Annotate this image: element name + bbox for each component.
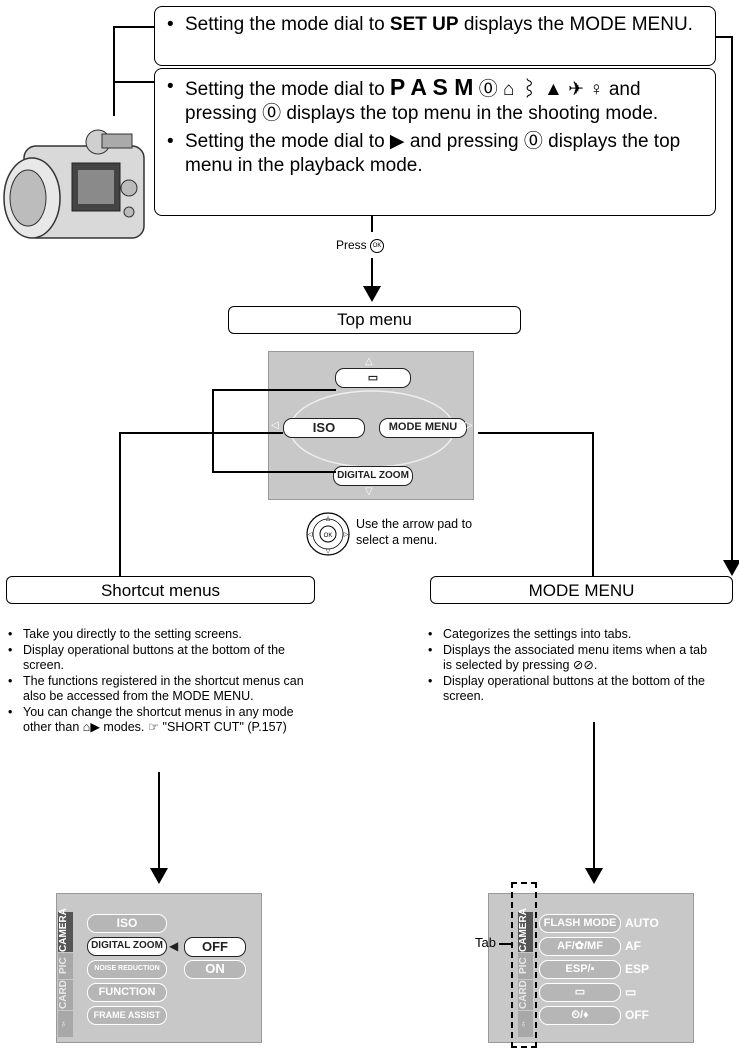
arrow-left-icon: ◁: [271, 420, 279, 431]
mode-value-flash: AUTO: [625, 916, 659, 930]
mode-item-esp[interactable]: ESP/▪: [539, 960, 621, 979]
top-menu-digital-zoom[interactable]: DIGITAL ZOOM: [333, 466, 413, 486]
list-item: Display operational buttons at the botto…: [6, 643, 306, 673]
tab-callout-label: Tab: [475, 935, 496, 950]
connector-line: [113, 26, 155, 28]
setup-info-bullet: • Setting the mode dial to SET UP displa…: [167, 14, 693, 35]
list-item: Display operational buttons at the botto…: [426, 674, 716, 704]
arrow-down-icon: [150, 868, 168, 884]
tab-camera[interactable]: CAMERA: [58, 908, 73, 952]
connector-line: [716, 36, 733, 38]
shortcut-menus-title: Shortcut menus: [6, 576, 315, 604]
shortcut-menu-screen: CAMERA PIC CARD ♀ ISO DIGITAL ZOOM ◀ OFF…: [56, 893, 262, 1043]
svg-text:▷: ▷: [344, 532, 349, 538]
press-label: Press OK: [336, 238, 385, 253]
mode-value-af: AF: [625, 939, 641, 953]
tab-people[interactable]: ♀: [58, 1011, 73, 1037]
shortcut-item-noise-reduction[interactable]: NOISE REDUCTION: [87, 960, 167, 979]
svg-text:OK: OK: [324, 533, 333, 539]
connector-line: [119, 432, 283, 434]
top-menu-title: Top menu: [228, 306, 521, 334]
tab-pic[interactable]: PIC: [58, 953, 73, 979]
mode-value-esp: ESP: [625, 962, 650, 976]
ok-button-icon: OK: [370, 238, 385, 253]
svg-text:◁: ◁: [308, 532, 313, 538]
arrow-down-icon: ▽: [365, 486, 373, 497]
connector-line: [499, 943, 513, 945]
pointer-icon: ◀: [169, 939, 179, 953]
mode-menu-screen: CAMERA PIC CARD ♀ FLASH MODE AUTO AF/✿/M…: [488, 893, 694, 1043]
list-item: Take you directly to the setting screens…: [6, 627, 306, 642]
arrow-up-icon: △: [365, 356, 373, 367]
mode-value-drive: ▭: [625, 985, 637, 999]
connector-line: [212, 389, 336, 391]
option-on[interactable]: ON: [184, 960, 246, 979]
connector-line: [119, 432, 121, 576]
connector-line: [113, 81, 155, 83]
arrow-down-icon: [723, 560, 739, 576]
connector-line: [212, 389, 214, 472]
mode-item-drive[interactable]: ▭: [539, 983, 621, 1002]
arrow-pad-icon: OK △ ▽ ◁ ▷: [305, 511, 351, 557]
shortcut-item-frame-assist[interactable]: FRAME ASSIST: [87, 1006, 167, 1025]
arrow-right-icon: ▷: [465, 420, 473, 431]
connector-line: [212, 471, 336, 473]
top-menu-screen: △ ▭ ◁ ISO MODE MENU ▷ DIGITAL ZOOM ▽: [268, 351, 474, 500]
list-item: You can change the shortcut menus in any…: [6, 705, 306, 735]
connector-line: [371, 258, 373, 288]
svg-text:△: △: [326, 516, 331, 522]
mode-menu-title: MODE MENU: [430, 576, 733, 604]
camera-illustration: [2, 108, 152, 258]
shooting-info-box: • Setting the mode dial to P A S M ⓪ ⌂ ⌇…: [154, 68, 716, 216]
arrow-down-icon: [585, 868, 603, 884]
mode-menu-bullet-list: Categorizes the settings into tabs. Disp…: [426, 627, 716, 705]
list-item: Categorizes the settings into tabs.: [426, 627, 716, 642]
connector-line: [593, 722, 595, 872]
mode-item-af[interactable]: AF/✿/MF: [539, 937, 621, 956]
connector-line: [371, 216, 373, 232]
setup-info-box: • Setting the mode dial to SET UP displa…: [154, 6, 716, 66]
mode-item-flash-mode[interactable]: FLASH MODE: [539, 914, 621, 933]
playback-info-bullet: • Setting the mode dial to ▶ and pressin…: [167, 131, 681, 176]
list-item: The functions registered in the shortcut…: [6, 674, 306, 704]
top-menu-up-item[interactable]: ▭: [335, 368, 411, 388]
shortcut-bullet-list: Take you directly to the setting screens…: [6, 627, 306, 736]
top-menu-iso[interactable]: ISO: [283, 418, 365, 438]
connector-line: [592, 432, 594, 576]
tab-card[interactable]: CARD: [58, 980, 73, 1010]
option-off[interactable]: OFF: [184, 937, 246, 957]
tab-highlight-box: [511, 882, 537, 1048]
shortcut-item-digital-zoom[interactable]: DIGITAL ZOOM: [87, 937, 167, 956]
shooting-info-bullet: • Setting the mode dial to P A S M ⓪ ⌂ ⌇…: [167, 74, 659, 124]
svg-text:▽: ▽: [326, 549, 331, 555]
arrow-down-icon: [363, 286, 381, 302]
list-item: Displays the associated menu items when …: [426, 643, 716, 673]
connector-line: [478, 432, 594, 434]
connector-line: [158, 772, 160, 872]
mode-item-timer[interactable]: ⏲/♦: [539, 1006, 621, 1025]
shortcut-item-function[interactable]: FUNCTION: [87, 983, 167, 1002]
connector-line: [731, 36, 733, 566]
shortcut-item-iso[interactable]: ISO: [87, 914, 167, 933]
mode-value-timer: OFF: [625, 1008, 649, 1022]
top-menu-mode-menu[interactable]: MODE MENU: [379, 418, 467, 438]
arrow-pad-caption: Use the arrow pad to select a menu.: [356, 517, 473, 547]
connector-line: [113, 26, 115, 116]
